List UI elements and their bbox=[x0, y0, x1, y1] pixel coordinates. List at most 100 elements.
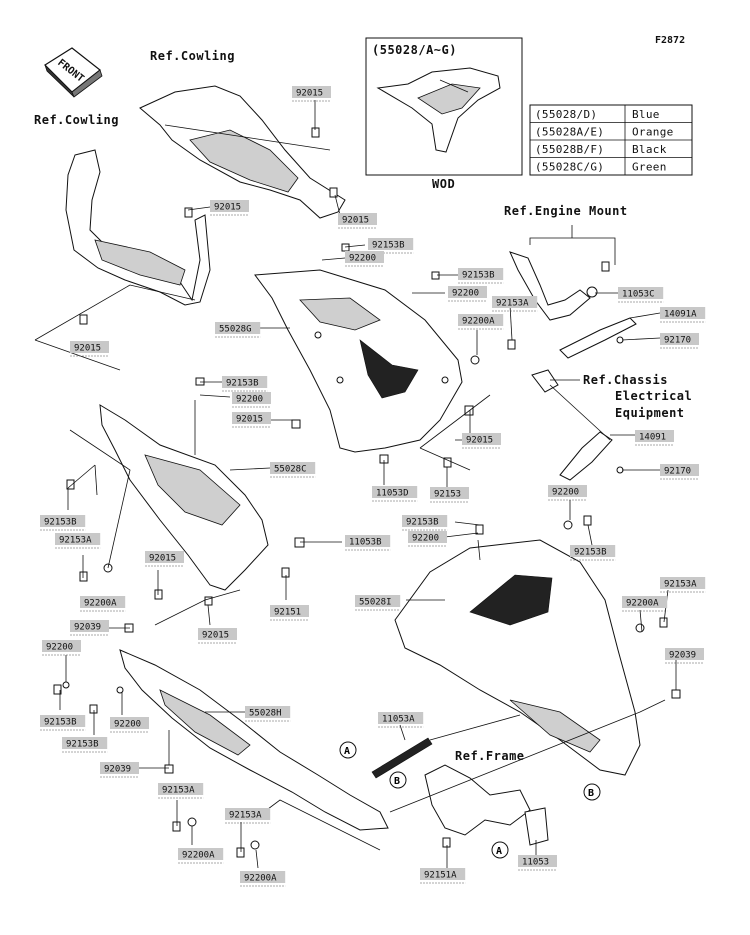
part-number-text: 92151A bbox=[424, 871, 457, 881]
callouts: A B A B bbox=[339, 741, 601, 859]
part-number-plate bbox=[158, 783, 204, 795]
part-number-label: 92039 bbox=[665, 648, 704, 664]
part-number-plate bbox=[345, 535, 391, 547]
part-number-text: 92200A bbox=[84, 599, 117, 609]
part-number-plate bbox=[355, 595, 401, 607]
part-number-text: 92200 bbox=[349, 254, 376, 264]
ref-engine-mount: Ref.Engine Mount bbox=[504, 204, 628, 218]
part-number-text: 11053C bbox=[622, 290, 655, 300]
part-number-text: 92200 bbox=[236, 395, 263, 405]
part-number-label: 11053C bbox=[618, 287, 664, 303]
part-number-plate bbox=[40, 515, 86, 527]
figure-number: F2872 bbox=[655, 35, 685, 46]
part-number-plate bbox=[665, 648, 704, 660]
part-number-plate bbox=[548, 485, 587, 497]
part-number-plate bbox=[110, 717, 149, 729]
callout-b: B bbox=[394, 776, 400, 787]
part-number-text: 92015 bbox=[466, 436, 493, 446]
callout-a: A bbox=[344, 746, 350, 757]
part-number-text: 92015 bbox=[149, 554, 176, 564]
part-number-plate bbox=[145, 551, 184, 563]
leader-lines bbox=[34, 100, 677, 869]
part-number-text: 92153A bbox=[229, 811, 262, 821]
part-number-label: 55028C bbox=[270, 462, 316, 478]
part-number-plate bbox=[372, 486, 418, 498]
part-number-label: 14091 bbox=[635, 430, 674, 446]
part-number-text: 55028I bbox=[359, 598, 392, 608]
part-number-text: 92153B bbox=[372, 241, 405, 251]
part-number-plate bbox=[430, 487, 469, 499]
part-number-plate bbox=[570, 545, 616, 557]
part-number-text: 92153A bbox=[664, 580, 697, 590]
part-number-text: 92200 bbox=[552, 488, 579, 498]
part-number-text: 92015 bbox=[236, 415, 263, 425]
part-number-plate bbox=[660, 577, 706, 589]
part-number-label: 92015 bbox=[338, 213, 377, 229]
part-number-plate bbox=[240, 871, 286, 883]
part-number-text: 92153A bbox=[59, 536, 92, 546]
engine-mount-bracket-part bbox=[509, 251, 598, 321]
part-number-text: 92153B bbox=[44, 718, 77, 728]
part-number-label: 92200 bbox=[408, 531, 447, 547]
part-number-plate bbox=[215, 322, 261, 334]
part-number-text: 92153B bbox=[574, 548, 607, 558]
part-number-plate bbox=[178, 848, 224, 860]
part-number-plate bbox=[618, 287, 664, 299]
strip-11053a-part bbox=[371, 737, 433, 779]
part-number-label: 92151 bbox=[270, 605, 309, 621]
part-number-text: 92200 bbox=[412, 534, 439, 544]
part-number-plate bbox=[458, 268, 504, 280]
table-row-color: Black bbox=[632, 143, 667, 156]
part-number-label: 92153A bbox=[158, 783, 204, 799]
part-number-text: 55028H bbox=[249, 709, 282, 719]
part-number-label: 92153B bbox=[570, 545, 616, 561]
part-number-text: 92200 bbox=[452, 289, 479, 299]
part-number-text: 92200 bbox=[114, 720, 141, 730]
part-number-label: 11053 bbox=[518, 855, 557, 871]
variant-box: (55028/A~G) WOD bbox=[365, 37, 523, 191]
bracket-14091a-part bbox=[559, 317, 637, 359]
part-number-text: 55028C bbox=[274, 465, 307, 475]
part-number-text: 92153B bbox=[406, 518, 439, 528]
part-number-text: 92153B bbox=[226, 379, 259, 389]
front-arrow-icon: FRONT bbox=[44, 47, 103, 98]
part-number-text: 11053D bbox=[376, 489, 409, 499]
part-number-text: 92015 bbox=[214, 203, 241, 213]
part-number-label: 92015 bbox=[145, 551, 184, 567]
part-number-label: 92153 bbox=[430, 487, 469, 503]
part-number-label: 92153B bbox=[402, 515, 448, 531]
part-number-plate bbox=[55, 533, 101, 545]
part-number-text: 92170 bbox=[664, 467, 691, 477]
variant-box-title: (55028/A~G) bbox=[372, 43, 457, 57]
part-number-label: 92153A bbox=[225, 808, 271, 824]
part-number-text: 92015 bbox=[74, 344, 101, 354]
part-number-plate bbox=[378, 712, 424, 724]
part-number-text: 92200 bbox=[46, 643, 73, 653]
part-number-label: 92170 bbox=[660, 333, 699, 349]
part-number-label: 92153B bbox=[40, 515, 86, 531]
part-number-plate bbox=[225, 808, 271, 820]
part-number-plate bbox=[338, 213, 377, 225]
part-number-label: 92153B bbox=[458, 268, 504, 284]
ref-electrical: Electrical bbox=[615, 389, 692, 403]
part-number-label: 92200A bbox=[178, 848, 224, 864]
part-number-label: 92015 bbox=[210, 200, 249, 216]
part-number-label: 92153A bbox=[660, 577, 706, 593]
part-number-plate bbox=[492, 296, 538, 308]
table-row-color: Green bbox=[632, 161, 667, 174]
part-number-label: 92153B bbox=[62, 737, 108, 753]
part-number-label: 92015 bbox=[198, 628, 237, 644]
part-number-text: 92200A bbox=[244, 874, 277, 884]
part-number-label: 92200 bbox=[448, 286, 487, 302]
part-number-text: 92153A bbox=[162, 786, 195, 796]
part-number-text: 92015 bbox=[296, 89, 323, 99]
part-number-plate bbox=[518, 855, 557, 867]
part-number-label: 92015 bbox=[232, 412, 271, 428]
part-number-label: 92153B bbox=[222, 376, 268, 392]
ref-equipment: Equipment bbox=[615, 406, 685, 420]
part-number-label: 92151A bbox=[420, 868, 466, 884]
part-number-plate bbox=[210, 200, 249, 212]
table-row-part: (55028C/G) bbox=[535, 161, 604, 174]
part-number-plate bbox=[368, 238, 414, 250]
